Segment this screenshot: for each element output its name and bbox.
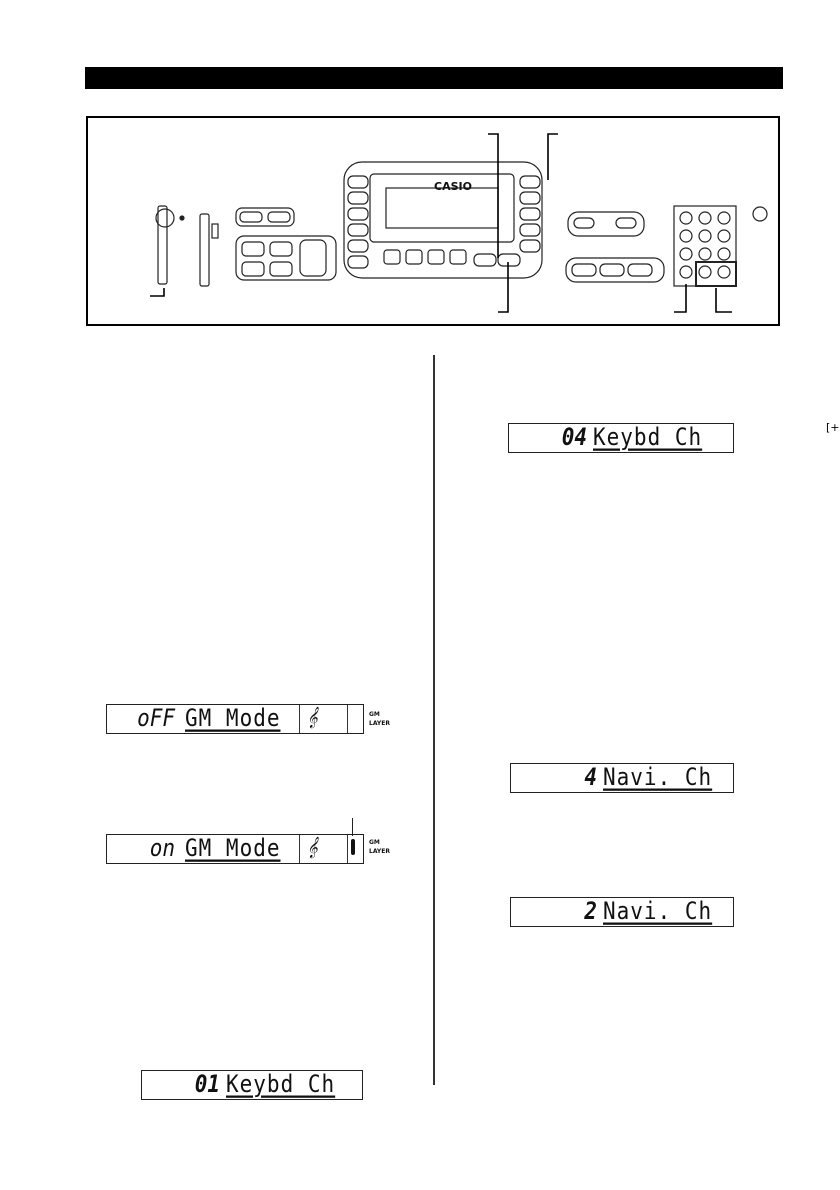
keyboard-panel-illustration: CASIO [+]/[−] [86,116,840,434]
lcd-label: GM Mode [185,834,281,862]
lcd-display-gm-on: on GM Mode 𝄞 [106,834,364,864]
keyboard-panel-drawing: CASIO [150,133,768,313]
treble-clef-icon: 𝄞 [307,707,319,728]
column-divider [433,355,435,1085]
lcd-display-keybd-04: 04 Keybd Ch [508,423,734,453]
lcd-label: Keybd Ch [593,423,703,451]
power-button-icon [155,208,175,228]
tempo-slider-icon [199,213,210,287]
demo-button-icon [752,206,768,222]
lcd-display-navi-2: 2 Navi. Ch [510,897,734,927]
gm-layer-tags: GM LAYER [369,711,390,727]
lcd-label: Keybd Ch [226,1070,336,1098]
gm-layer-tags: GM LAYER [369,839,390,855]
volume-slider-icon [157,205,168,285]
plus-minus-keys-highlight [695,261,737,287]
plus-minus-keys-label: [+]/[−] [826,421,840,434]
lcd-value: oFF [137,704,175,732]
lcd-value: 4 [584,763,597,791]
layer-pointer-line [352,818,353,836]
treble-clef-icon: 𝄞 [307,837,319,858]
highlighted-button-icon [473,253,497,267]
lcd-label: Navi. Ch [603,897,713,925]
lcd-value: on [149,834,175,862]
lcd-value: 01 [194,1070,220,1098]
lcd-display-keybd-01: 01 Keybd Ch [141,1070,363,1100]
lcd-display-navi-4: 4 Navi. Ch [510,763,734,793]
brand-logo: CASIO [434,180,472,193]
section-header-bar [85,67,783,89]
lcd-value: 04 [561,423,587,451]
lcd-label: Navi. Ch [603,763,713,791]
lcd-label: GM Mode [185,704,281,732]
layer-indicator-icon [351,839,355,855]
lcd-value: 2 [584,897,597,925]
lcd-display-gm-off: oFF GM Mode 𝄞 [106,704,364,734]
numeric-keypad-icon [673,205,737,287]
display-unit-icon [343,161,543,279]
